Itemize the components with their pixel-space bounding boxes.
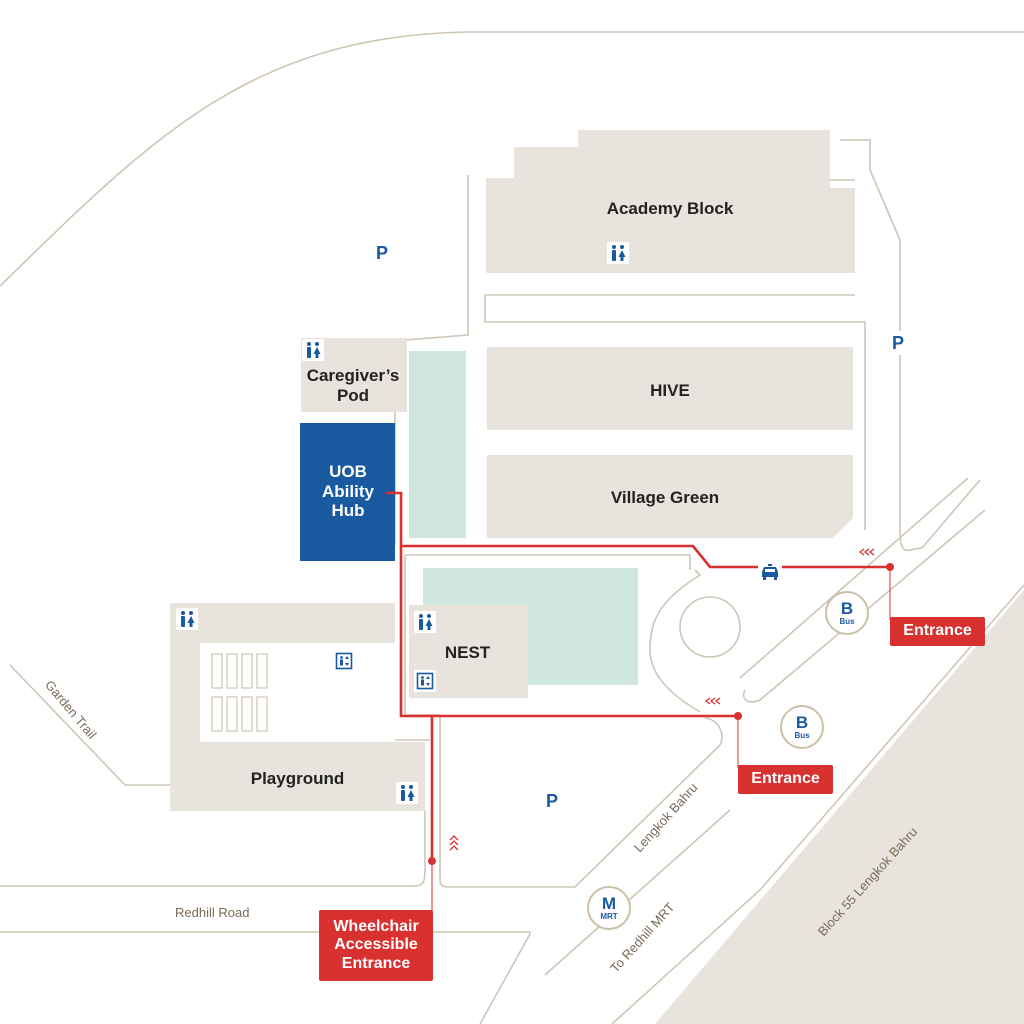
parking-icon: P — [886, 331, 910, 355]
playground-area — [200, 643, 395, 742]
village-green-label: Village Green — [610, 488, 720, 507]
bus-letter: B — [840, 599, 854, 618]
road-lines — [0, 31, 1024, 1024]
mrt-station-icon: M MRT — [587, 886, 631, 930]
restroom-icon — [302, 339, 324, 361]
route-dots — [428, 563, 894, 865]
nest-label: NEST — [444, 643, 491, 662]
restroom-icon — [607, 242, 629, 264]
bus-letter: B — [795, 713, 809, 732]
academy-block-label: Academy Block — [606, 199, 734, 218]
lift-icon — [414, 670, 436, 692]
bus-stop-icon: B Bus — [780, 705, 824, 749]
restroom-icon — [414, 611, 436, 633]
bus-text: Bus — [794, 731, 810, 740]
south-entrance-label: Entrance — [738, 765, 833, 794]
bus-text: Bus — [839, 617, 855, 626]
restroom-icon — [396, 782, 418, 804]
uob-ability-hub-label: UOB Ability Hub — [322, 462, 374, 521]
bus-stop-icon: B Bus — [825, 591, 869, 635]
redhill-road-label: Redhill Road — [175, 905, 250, 920]
playground-label: Playground — [250, 769, 345, 788]
block-55-area — [655, 590, 1024, 1024]
playground-grid — [211, 653, 268, 732]
caregivers-pod-label: Caregiver’s Pod — [306, 366, 400, 405]
uob-ability-hub-block — [300, 423, 395, 561]
taxi-icon — [758, 561, 782, 583]
chevron-arrow-icon — [449, 548, 875, 851]
mrt-letter: M — [601, 894, 617, 913]
parking-icon: P — [540, 789, 564, 813]
restroom-icon — [176, 608, 198, 630]
accessible-route — [386, 491, 890, 861]
entrance-leaders — [431, 567, 891, 912]
roundabout — [679, 596, 741, 658]
east-entrance-label: Entrance — [890, 617, 985, 646]
lift-icon — [333, 650, 355, 672]
hive-label: HIVE — [650, 381, 690, 400]
mrt-text: MRT — [600, 912, 618, 921]
buildings — [170, 130, 855, 811]
wheelchair-entrance-label: Wheelchair Accessible Entrance — [319, 910, 433, 981]
green-strip — [409, 351, 466, 538]
parking-icon: P — [370, 241, 394, 265]
